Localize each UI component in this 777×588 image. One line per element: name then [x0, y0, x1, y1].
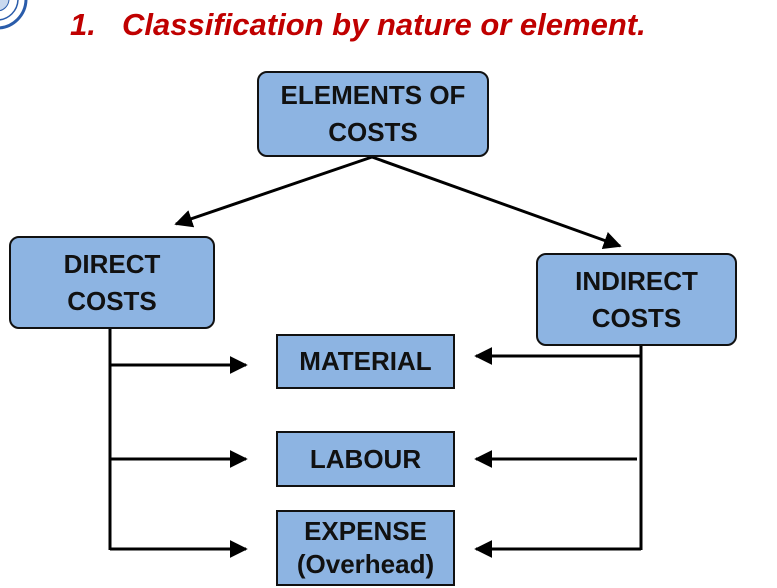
title-text: Classification by nature or element. [122, 7, 646, 42]
direct-costs-box: DIRECT COSTS [9, 236, 215, 329]
labour-box: LABOUR [276, 431, 455, 487]
material-label: MATERIAL [299, 346, 432, 376]
material-box: MATERIAL [276, 334, 455, 389]
labour-label: LABOUR [309, 443, 422, 474]
arrow-root-to-direct [174, 155, 373, 228]
direct-line1: DIRECT [63, 248, 161, 279]
expense-overhead-box: EXPENSE (Overhead) [276, 510, 455, 586]
root-line1: ELEMENTS OF [280, 80, 466, 110]
root-line2: COSTS [328, 117, 418, 147]
indirect-line2: COSTS [591, 302, 682, 333]
elements-of-costs-box: ELEMENTS OF COSTS [257, 71, 489, 157]
direct-line2: COSTS [67, 285, 157, 316]
title-number: 1. [70, 7, 96, 42]
arrow-root-to-indirect [371, 155, 622, 249]
slide-title: 1. Classification by nature or element. [70, 4, 770, 46]
institution-seal-logo [0, 0, 28, 30]
expense-line2: (Overhead) [296, 549, 435, 579]
indirect-line1: INDIRECT [575, 265, 698, 296]
expense-line1: EXPENSE [304, 516, 427, 546]
indirect-costs-box: INDIRECT COSTS [536, 253, 737, 346]
